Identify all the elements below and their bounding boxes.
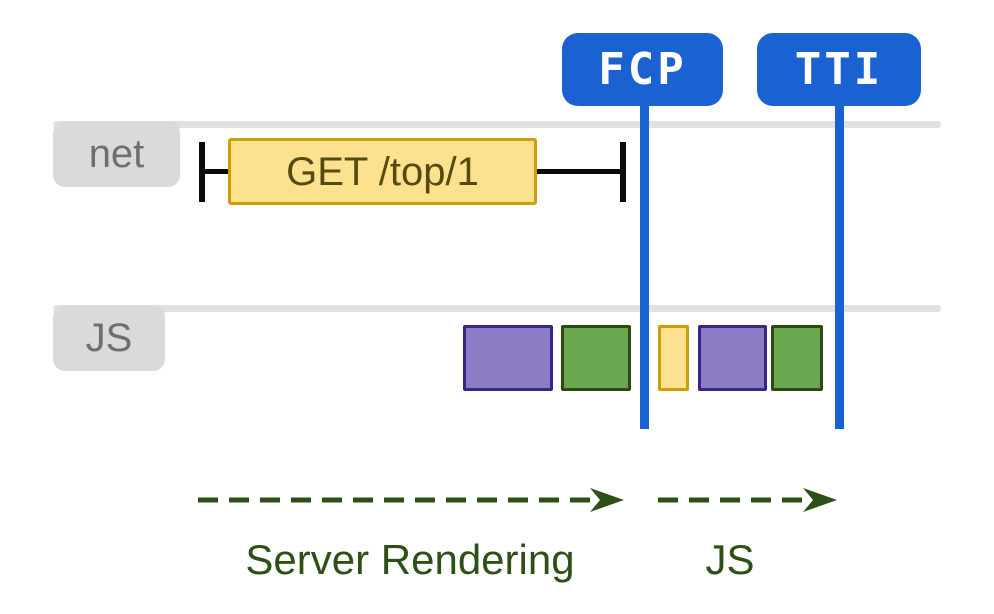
network-request-label: GET /top/1: [286, 149, 479, 194]
request-end-tick: [620, 142, 626, 202]
js-task-block-yellow: [658, 325, 689, 391]
request-start-tick: [199, 142, 205, 202]
js-lane-tab: JS: [53, 305, 165, 371]
fcp-marker-line: [640, 100, 649, 429]
tti-badge: TTI: [757, 33, 921, 106]
tti-badge-label: TTI: [794, 44, 884, 95]
js-task-block-purple: [698, 325, 767, 391]
net-track-line: [53, 121, 941, 128]
request-end-connector: [537, 169, 620, 174]
tti-marker-line: [835, 100, 844, 429]
net-lane-tab: net: [53, 121, 180, 187]
arrow-head-icon: [803, 488, 837, 512]
js-phase-arrow: [658, 488, 837, 512]
arrow-head-icon: [590, 488, 624, 512]
js-track-line: [53, 305, 941, 312]
js-phase-label: JS: [705, 536, 755, 583]
server-rendering-arrow: [198, 488, 624, 512]
fcp-badge: FCP: [562, 33, 723, 106]
js-task-block-green: [561, 325, 631, 391]
js-task-block-green: [771, 325, 823, 391]
fcp-badge-label: FCP: [598, 44, 687, 95]
request-start-connector: [205, 169, 228, 174]
js-lane-label: JS: [85, 316, 133, 360]
network-request-bar: GET /top/1: [228, 138, 537, 205]
js-task-block-purple: [463, 325, 553, 391]
server-rendering-phase-label: Server Rendering: [245, 536, 575, 583]
net-lane-label: net: [88, 132, 145, 176]
